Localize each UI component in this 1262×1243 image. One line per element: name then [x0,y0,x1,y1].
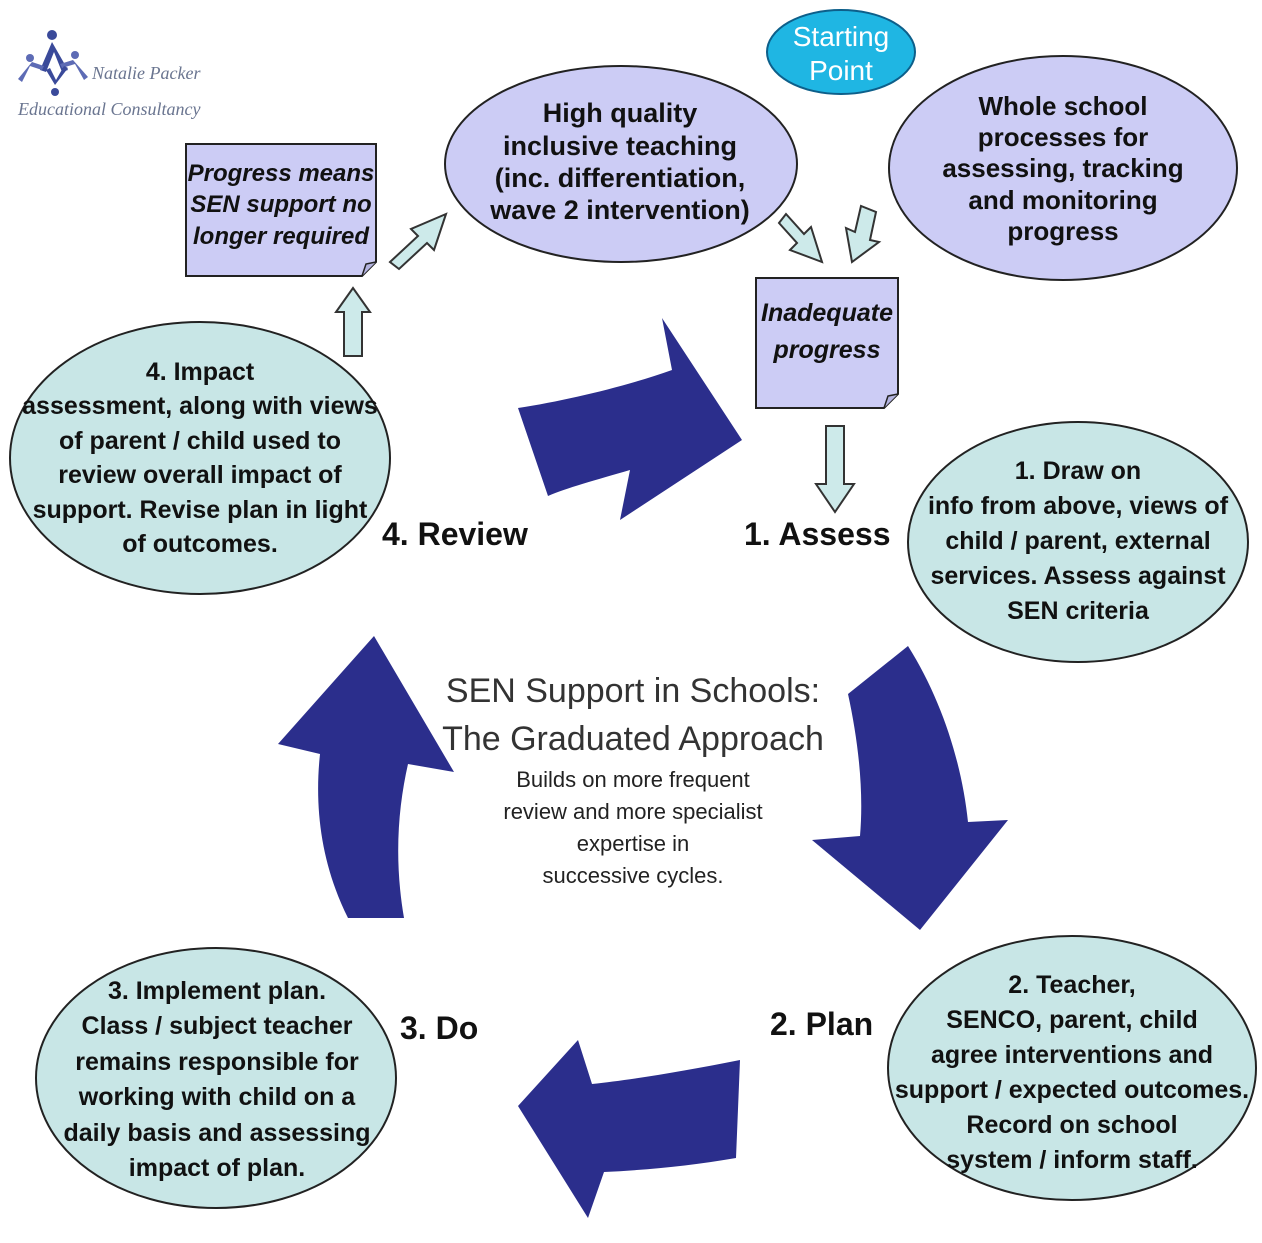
down-arrow-icon [814,425,856,514]
starting-point-line1: Starting [792,21,890,53]
draw-on-line: info from above, views of [927,491,1229,520]
teacher-senco-text: 2. Teacher, SENCO, parent, child agree i… [892,962,1252,1184]
impact-review-line: support. Revise plan in light [32,495,368,524]
teacher-senco-line: Record on school [966,1111,1178,1139]
plan-to-do-arrow [518,1040,740,1218]
high-quality-line: wave 2 intervention) [490,195,750,226]
implement-plan-line: daily basis and assessing [63,1118,371,1147]
up-arrow-icon [334,286,372,357]
impact-review-line: review overall impact of [58,461,342,489]
draw-on-line: child / parent, external [945,526,1211,555]
progress-note-line: Progress means [187,160,375,188]
small-arrows [334,204,882,514]
figures-logo-icon [18,30,88,96]
logo-name: Natalie Packer [92,62,200,85]
implement-plan-line: impact of plan. [128,1154,306,1182]
step-do-label: 3. Do [400,1010,479,1046]
implement-plan-ellipse [35,947,397,1209]
starting-point-ellipse [766,9,916,95]
high-quality-line: inclusive teaching [502,130,738,161]
center-subtitle-line: successive cycles. [542,862,724,888]
down-right-arrow-icon [777,212,824,264]
progress-note-text: Progress means SEN support no longer req… [186,146,376,264]
center-subtitle-line: expertise in [576,830,690,856]
high-quality-line: (inc. differentiation, [494,163,746,193]
logo-name-line1: Natalie Packer [92,63,201,83]
draw-on-ellipse [907,421,1249,663]
step-assess-label: 1. Assess [744,516,891,552]
teacher-senco-line: agree interventions and [930,1041,1214,1069]
center-subtitle-line: review and more specialist [503,798,763,824]
whole-school-line: processes for [977,122,1149,153]
center-title: SEN Support in Schools: The Graduated Ap… [430,668,836,763]
teacher-senco-ellipse [887,935,1257,1201]
starting-point-line2: Point [809,55,873,86]
teacher-senco-line: support / expected outcomes. [894,1076,1250,1104]
whole-school-line: assessing, tracking [942,153,1184,184]
down-left-arrow-icon [844,204,882,264]
do-to-review-arrow [278,636,454,918]
whole-school-line: progress [1007,215,1119,246]
impact-review-line: 4. Impact [145,357,255,386]
diagonal-arrow-icon [388,212,448,271]
center-title-line2: The Graduated Approach [442,719,824,758]
progress-note-line: longer required [192,222,370,250]
progress-note-line: SEN support no [190,191,372,219]
teacher-senco-line: system / inform staff. [946,1146,1198,1174]
step-review-label: 4. Review [382,516,528,552]
draw-on-text: 1. Draw on info from above, views of chi… [918,446,1238,636]
implement-plan-line: Class / subject teacher [81,1012,353,1040]
high-quality-text: High quality inclusive teaching (inc. di… [460,82,780,242]
teacher-senco-line: SENCO, parent, child [946,1006,1198,1034]
high-quality-ellipse [444,65,798,263]
draw-on-line: services. Assess against [930,561,1226,590]
whole-school-ellipse [888,55,1238,281]
logo-name-line2: Educational Consultancy [18,99,201,119]
impact-review-line: assessment, along with views [22,392,378,420]
impact-review-text: 4. Impact assessment, along with views o… [22,346,378,570]
implement-plan-line: remains responsible for [75,1047,359,1076]
impact-review-line: of outcomes. [122,530,278,558]
implement-plan-line: 3. Implement plan. [107,976,327,1005]
assess-to-plan-arrow [812,646,1008,930]
starting-point-label: Starting Point [767,12,915,96]
impact-review-line: of parent / child used to [59,426,341,455]
whole-school-text: Whole school processes for assessing, tr… [910,76,1216,262]
review-to-assess-arrow [518,318,742,520]
step-plan-label: 2. Plan [770,1006,874,1042]
whole-school-line: and monitoring [968,184,1158,215]
inadequate-note-line: progress [773,336,881,364]
center-title-line1: SEN Support in Schools: [445,672,821,710]
impact-review-ellipse [9,321,391,595]
whole-school-line: Whole school [978,91,1148,122]
teacher-senco-line: 2. Teacher, [1008,971,1136,999]
center-subtitle: Builds on more frequent review and more … [470,764,796,892]
center-subtitle-line: Builds on more frequent [516,767,750,792]
logo-company: Educational Consultancy [18,98,200,121]
implement-plan-line: working with child on a [78,1083,356,1111]
inadequate-note-line: Inadequate [761,298,893,327]
inadequate-note-text: Inadequate progress [756,286,898,378]
draw-on-line: 1. Draw on [1014,456,1142,485]
implement-plan-text: 3. Implement plan. Class / subject teach… [50,966,384,1194]
high-quality-line: High quality [542,98,698,129]
cycle-arrows [278,318,1008,1218]
draw-on-line: SEN criteria [1007,596,1149,625]
